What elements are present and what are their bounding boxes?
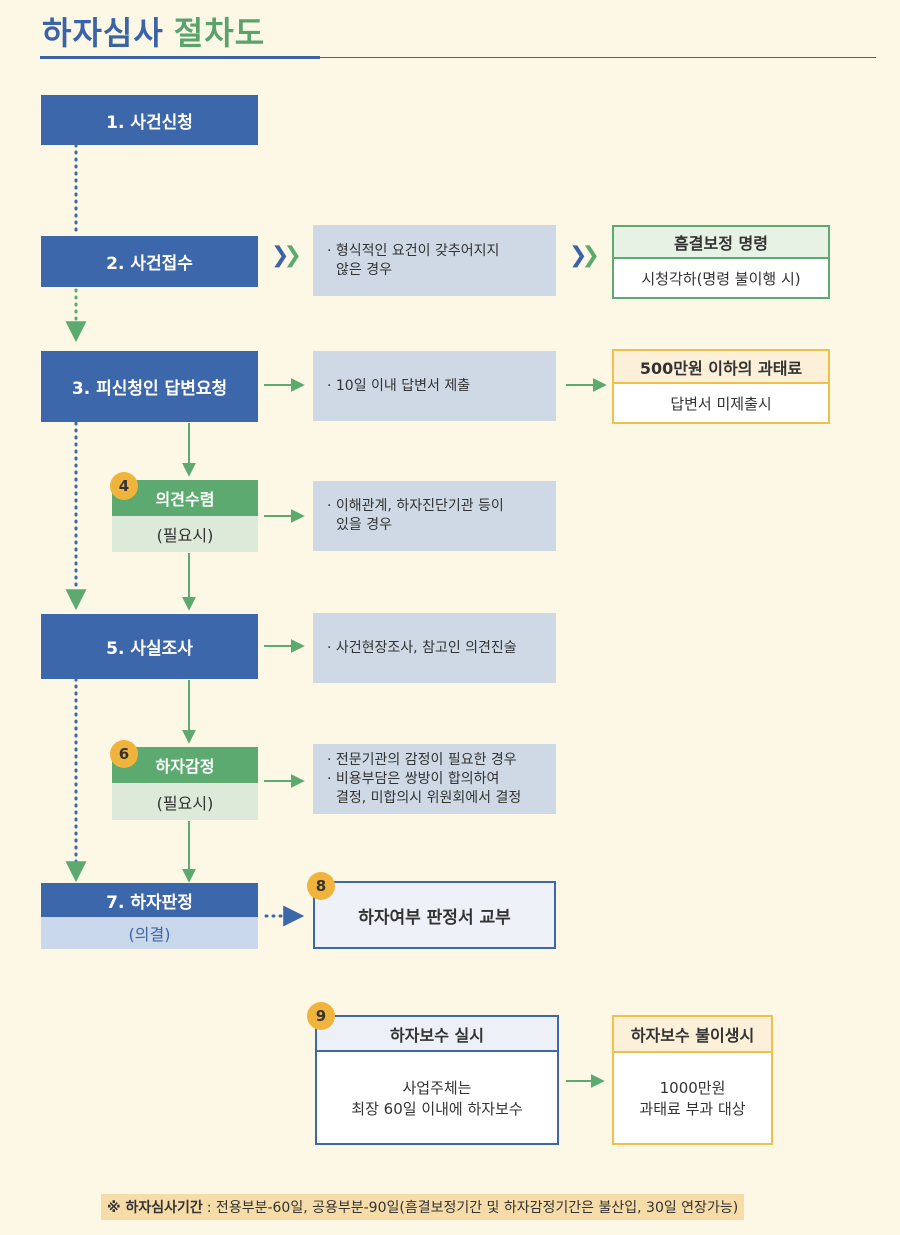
double-chevron-icon: ❯❯ <box>569 243 600 268</box>
step-9-body: 사업주체는 최장 60일 이내에 하자보수 <box>317 1052 557 1143</box>
step-3-label: 3. 피신청인 답변요청 <box>71 379 228 399</box>
step-3-box: 3. 피신청인 답변요청 <box>41 351 258 422</box>
double-chevron-icon: ❯❯ <box>271 243 302 268</box>
step-2-box: 2. 사건접수 <box>41 236 258 287</box>
info-box-4: · 이해관계, 하자진단기관 등이 있을 경우 <box>313 481 556 551</box>
title-part-2: 절차도 <box>173 14 266 52</box>
step-1-label: 1. 사건신청 <box>106 112 193 133</box>
step-4-badge-number: 4 <box>118 477 130 495</box>
step-6-badge: 6 <box>110 740 138 768</box>
step-9-line-1: 사업주체는 <box>402 1078 472 1097</box>
info-4-line-1: · 이해관계, 하자진단기관 등이 <box>327 498 504 514</box>
header-underline-thin <box>320 57 876 58</box>
step-1-box: 1. 사건신청 <box>41 95 258 145</box>
step-4-badge: 4 <box>110 472 138 500</box>
step-9-box: 하자보수 실시 사업주체는 최장 60일 이내에 하자보수 <box>315 1015 559 1145</box>
step-7-sub: (의결) <box>41 917 258 949</box>
info-box-6: · 전문기관의 감정이 필요한 경우 · 비용부담은 쌍방이 합의하여 결정, … <box>313 744 556 814</box>
step-5-box: 5. 사실조사 <box>41 614 258 679</box>
result-9-body: 1000만원 과태료 부과 대상 <box>614 1053 771 1143</box>
step-8-box: 하자여부 판정서 교부 <box>313 881 556 949</box>
info-2-line-2: 않은 경우 <box>336 261 392 278</box>
result-box-9: 하자보수 불이생시 1000만원 과태료 부과 대상 <box>612 1015 773 1145</box>
info-box-2: · 형식적인 요건이 갖추어지지 않은 경우 <box>313 225 556 296</box>
result-box-3: 500만원 이하의 과태료 답변서 미제출시 <box>612 349 830 424</box>
info-5-line-1: · 사건현장조사, 참고인 의견진술 <box>327 639 517 656</box>
result-9-line-1: 1000만원 <box>659 1079 726 1097</box>
step-9-badge-number: 9 <box>315 1007 327 1025</box>
step-7-label: 7. 하자판정 <box>106 892 193 913</box>
info-box-5: · 사건현장조사, 참고인 의견진술 <box>313 613 556 683</box>
info-6-line-1: · 전문기관의 감정이 필요한 경우 <box>327 751 517 768</box>
footer-text: : 전용부분-60일, 공용부분-90일(흠결보정기간 및 하자감정기간은 불산… <box>206 1200 739 1216</box>
result-2-head: 흠결보정 명령 <box>614 227 828 259</box>
header-underline-thick <box>40 56 320 59</box>
step-9-badge: 9 <box>307 1002 335 1030</box>
result-box-2: 흠결보정 명령 시청각하(명령 불이행 시) <box>612 225 830 299</box>
result-3-body: 답변서 미제출시 <box>670 394 772 413</box>
step-8-badge-number: 8 <box>315 877 327 895</box>
step-4-label: 의견수렴 <box>155 490 215 509</box>
step-7-box: 7. 하자판정 <box>41 883 258 917</box>
result-3-head: 500만원 이하의 과태료 <box>614 351 828 384</box>
step-6-sub: (필요시) <box>112 783 258 820</box>
result-9-line-2: 과태료 부과 대상 <box>639 1100 746 1118</box>
step-4-sub: (필요시) <box>112 516 258 552</box>
step-2-label: 2. 사건접수 <box>106 254 193 274</box>
info-6-line-3: 결정, 미합의시 위원회에서 결정 <box>336 789 522 806</box>
title-part-1: 하자심사 <box>42 14 164 52</box>
result-9-head: 하자보수 불이생시 <box>614 1017 771 1053</box>
info-4-line-2: 있을 경우 <box>336 517 392 533</box>
footer-note: ※ 하자심사기간 : 전용부분-60일, 공용부분-90일(흠결보정기간 및 하… <box>101 1194 745 1220</box>
step-4-sub-label: (필요시) <box>156 526 214 545</box>
step-6-header: 하자감정 <box>112 747 258 783</box>
footer-label: ※ 하자심사기간 <box>107 1200 203 1216</box>
step-9-head: 하자보수 실시 <box>317 1017 557 1052</box>
step-6-sub-label: (필요시) <box>156 793 214 813</box>
result-2-body: 시청각하(명령 불이행 시) <box>641 269 801 288</box>
step-6-badge-number: 6 <box>118 745 130 763</box>
info-3-line-1: · 10일 이내 답변서 제출 <box>327 377 471 394</box>
step-7-sub-label: (의결) <box>128 925 171 944</box>
step-5-label: 5. 사실조사 <box>106 639 193 659</box>
step-8-badge: 8 <box>307 872 335 900</box>
step-8-label: 하자여부 판정서 교부 <box>358 907 511 928</box>
step-6-label: 하자감정 <box>155 757 215 776</box>
info-box-3: · 10일 이내 답변서 제출 <box>313 351 556 421</box>
info-6-line-2: · 비용부담은 쌍방이 합의하여 <box>327 770 500 787</box>
step-9-line-2: 최장 60일 이내에 하자보수 <box>351 1099 523 1118</box>
info-2-line-1: · 형식적인 요건이 갖추어지지 <box>327 242 500 259</box>
